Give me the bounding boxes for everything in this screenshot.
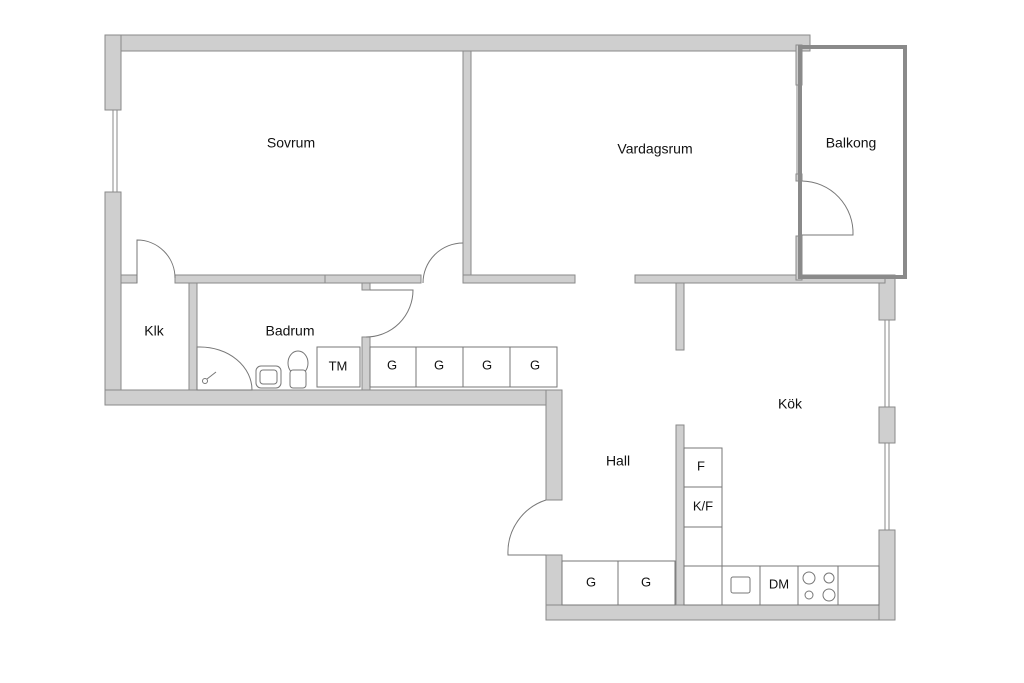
room-klk: Klk	[144, 323, 164, 339]
closet	[415, 346, 464, 388]
shower-icon	[196, 346, 253, 391]
room-kok: Kök	[778, 396, 803, 412]
toilet-tank	[289, 369, 307, 389]
door-entrance[interactable]	[507, 499, 547, 556]
door-klk[interactable]	[136, 239, 176, 283]
label-g: G	[586, 574, 596, 589]
fridge-freezer	[683, 486, 723, 528]
burner	[802, 571, 816, 585]
walls	[104, 34, 907, 621]
label-g: G	[482, 357, 492, 372]
wall-kok-stub	[675, 282, 685, 351]
washing-machine	[316, 346, 361, 388]
cabinet	[837, 565, 880, 606]
wall-hall-left-upper	[545, 389, 563, 501]
wall-bottom-left	[104, 389, 563, 406]
window-kok-2	[884, 442, 890, 531]
kitchen-fixtures: F K/F DM	[683, 447, 880, 606]
label-g: G	[530, 357, 540, 372]
wall-bottom	[545, 604, 896, 621]
label-g: G	[387, 357, 397, 372]
label-dm: DM	[769, 576, 789, 591]
door-sovrum[interactable]	[422, 242, 464, 284]
door-badrum[interactable]	[365, 289, 414, 338]
burner	[804, 590, 814, 600]
window-sovrum	[112, 109, 118, 193]
closet	[561, 560, 619, 606]
window-kok-1	[884, 319, 890, 408]
room-badrum: Badrum	[265, 323, 314, 339]
wall-vardagsrum-bottom-left	[462, 274, 576, 284]
burner	[822, 588, 836, 602]
room-balkong: Balkong	[826, 135, 877, 151]
balkong-outline	[798, 45, 907, 279]
wall-left-lower	[104, 191, 122, 406]
wall-badrum-right	[361, 336, 371, 391]
label-g: G	[641, 574, 651, 589]
window-vardagsrum	[796, 84, 802, 175]
windows	[112, 84, 890, 531]
closet	[617, 560, 676, 606]
room-hall: Hall	[606, 453, 630, 469]
shower-line	[206, 371, 217, 380]
label-f: F	[697, 458, 705, 473]
wall-klk-badrum	[188, 282, 198, 391]
wall-segment	[120, 274, 138, 284]
sink-icon	[730, 576, 751, 594]
wall-sovrum-vardagsrum	[462, 50, 472, 284]
wall-top	[104, 34, 811, 52]
wall-right-lower	[878, 529, 896, 621]
label-kf: K/F	[693, 498, 713, 513]
wall-hall-kok	[675, 424, 685, 606]
freezer	[683, 447, 723, 488]
room-vardagsrum: Vardagsrum	[617, 141, 692, 157]
wall-badrum-notch	[361, 282, 371, 291]
label-tm: TM	[329, 358, 348, 373]
room-sovrum: Sovrum	[267, 135, 315, 151]
label-g: G	[434, 357, 444, 372]
door-balkong[interactable]	[801, 180, 854, 236]
bathroom-fixtures: TM	[196, 346, 361, 391]
wall-right-mid	[878, 406, 896, 444]
dishwasher	[759, 565, 799, 606]
wall-sovrum-bottom	[174, 274, 326, 284]
room-labels: Sovrum Vardagsrum Balkong Klk Badrum Hal…	[144, 135, 876, 469]
wall-left-upper	[104, 34, 122, 111]
cabinet	[683, 565, 723, 606]
closet	[369, 346, 417, 388]
closet	[509, 346, 558, 388]
burner	[823, 572, 835, 584]
wall-sovrum-bottom-2	[324, 274, 422, 284]
sink-basin	[259, 369, 278, 385]
shower-drain-icon	[202, 378, 208, 384]
closets: G G G G G G	[369, 346, 676, 606]
cabinet	[683, 526, 723, 567]
doors	[136, 180, 854, 556]
